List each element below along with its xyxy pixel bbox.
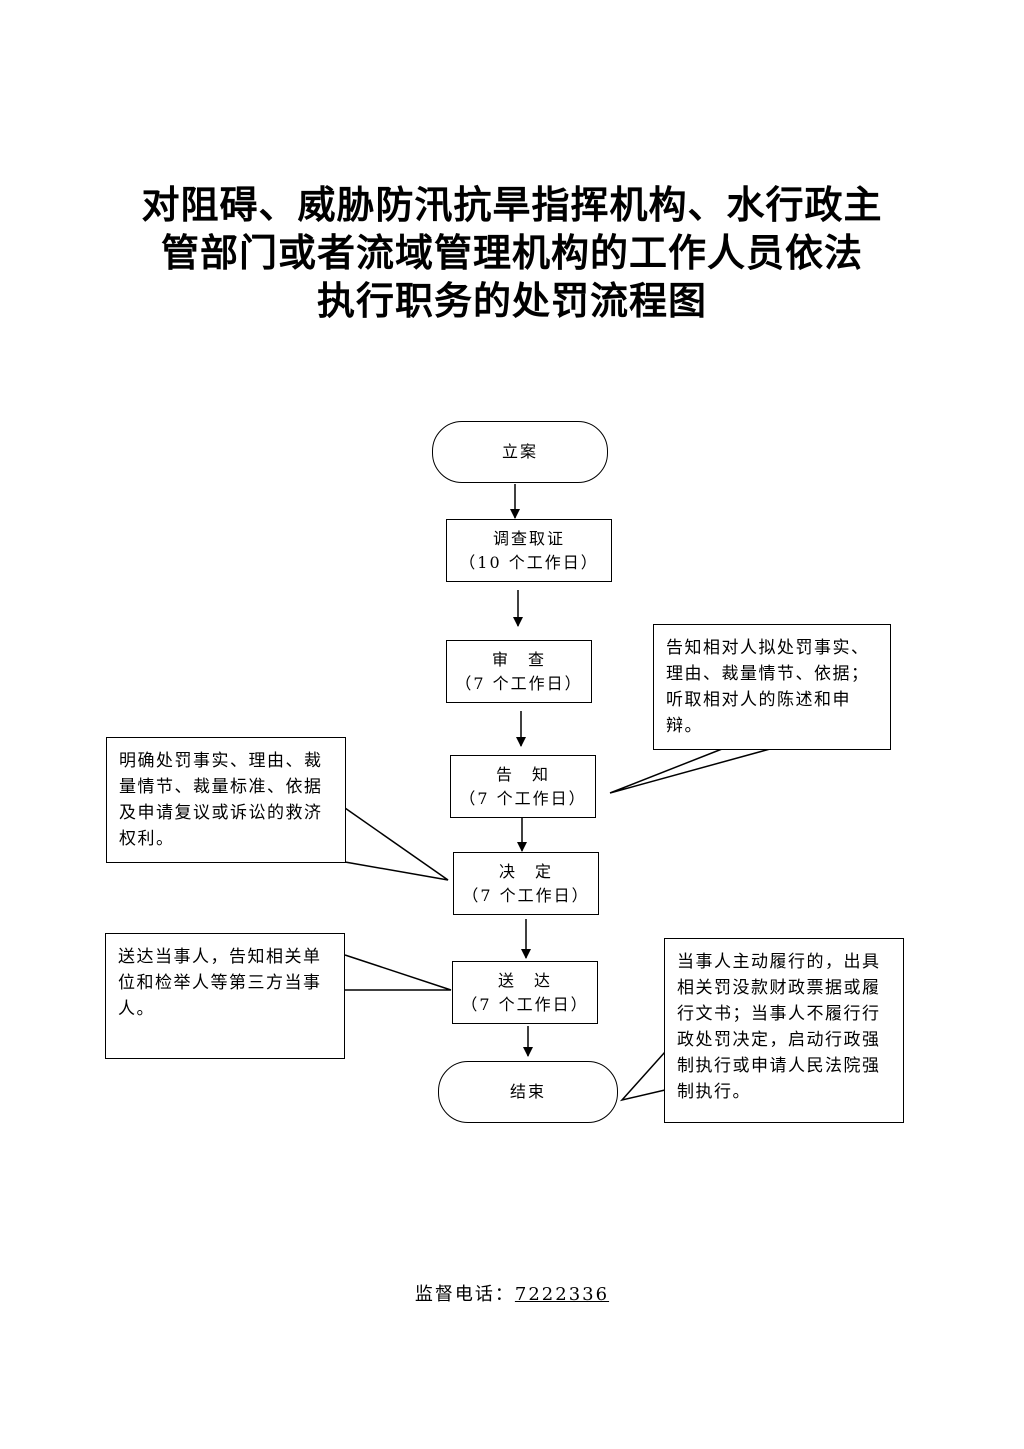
page-title-line-2: 管部门或者流域管理机构的工作人员依法 xyxy=(160,231,863,275)
node-songda: 送 达 （7 个工作日） xyxy=(452,961,598,1024)
node-jueding-label: 决 定 xyxy=(498,861,553,881)
note-enforcement-details: 当事人主动履行的，出具相关罚没款财政票据或履行文书；当事人不履行行政处罚决定，启… xyxy=(664,938,904,1123)
hotline-number: 7222336 xyxy=(514,1284,610,1305)
callout-pointer-notify xyxy=(609,748,771,794)
node-jieshu: 结束 xyxy=(438,1061,618,1123)
callout-pointer-decide xyxy=(344,807,449,881)
supervision-hotline: 监督电话：7222336 xyxy=(0,1280,1024,1306)
note-notify-details: 告知相对人拟处罚事实、理由、裁量情节、依据；听取相对人的陈述和申辩。 xyxy=(653,624,891,750)
note-delivery-details: 送达当事人，告知相关单位和检举人等第三方当事人。 xyxy=(105,933,345,1059)
node-lian-label: 立案 xyxy=(501,442,538,461)
node-lian: 立案 xyxy=(432,421,608,483)
callout-pointer-end xyxy=(619,1051,666,1102)
node-diaocha-days: （10 个工作日） xyxy=(459,552,599,572)
node-diaocha: 调查取证 （10 个工作日） xyxy=(446,519,612,582)
page-title-line-3: 执行职务的处罚流程图 xyxy=(316,279,707,323)
page-title-line-1: 对阻碍、威胁防汛抗旱指挥机构、水行政主 xyxy=(141,183,883,227)
node-songda-label: 送 达 xyxy=(497,970,552,990)
node-songda-days: （7 个工作日） xyxy=(461,994,589,1014)
note-decision-details: 明确处罚事实、理由、裁量情节、裁量标准、依据及申请复议或诉讼的救济权利。 xyxy=(106,737,346,863)
node-shencha: 审 查 （7 个工作日） xyxy=(446,640,592,703)
node-gaozhi-days: （7 个工作日） xyxy=(459,788,587,808)
node-gaozhi-label: 告 知 xyxy=(495,764,550,784)
hotline-label: 监督电话： xyxy=(414,1284,515,1305)
node-gaozhi: 告 知 （7 个工作日） xyxy=(450,755,596,818)
node-jueding: 决 定 （7 个工作日） xyxy=(453,852,599,915)
node-shencha-days: （7 个工作日） xyxy=(455,673,583,693)
node-shencha-label: 审 查 xyxy=(491,649,546,669)
callout-pointer-deliver xyxy=(344,954,452,991)
node-jueding-days: （7 个工作日） xyxy=(462,885,590,905)
node-diaocha-label: 调查取证 xyxy=(492,528,565,548)
node-jieshu-label: 结束 xyxy=(509,1082,546,1101)
